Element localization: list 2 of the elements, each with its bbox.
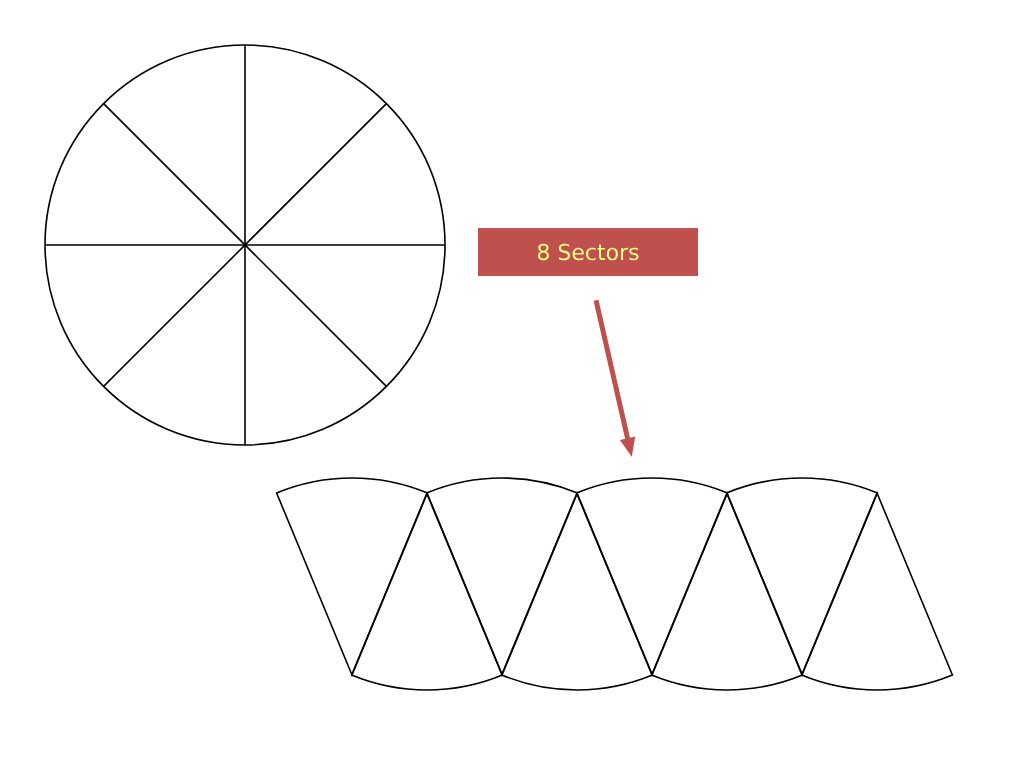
sectors-drawing	[275, 477, 954, 691]
label-box: 8 Sectors	[478, 228, 698, 276]
